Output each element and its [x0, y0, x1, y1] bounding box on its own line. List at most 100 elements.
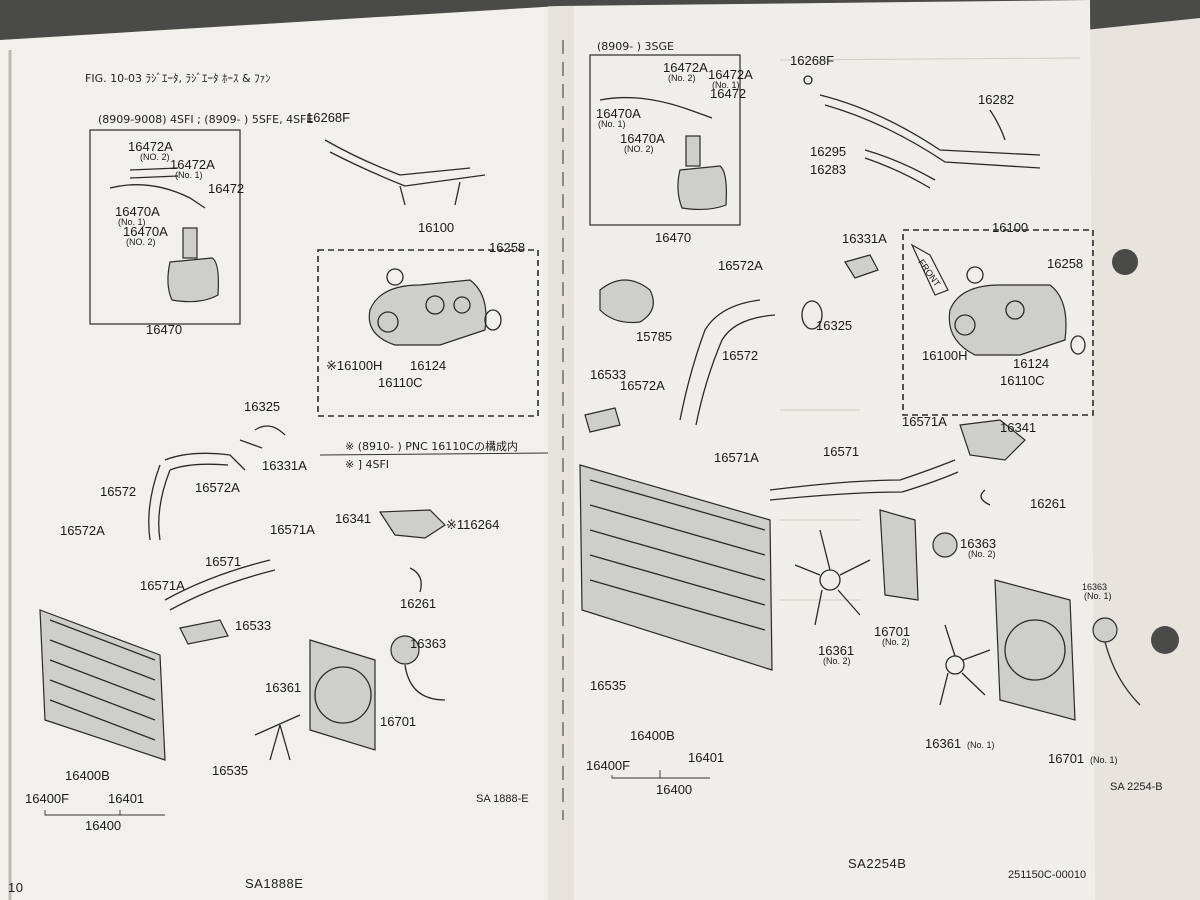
- label-16572: 16572: [100, 484, 136, 499]
- diagram-code-left: SA 1888-E: [476, 793, 529, 805]
- pipe-16295-drawing: [864, 149, 936, 189]
- label-16325: 16325: [244, 399, 280, 414]
- page-number: 10: [8, 880, 23, 895]
- label-r-16295: 16295: [810, 144, 846, 159]
- label-16572A: 16572A: [195, 480, 240, 495]
- label-16341: 16341: [335, 511, 371, 526]
- label-16361: 16361: [265, 680, 301, 695]
- diagram-code-right: SA 2254-B: [1110, 781, 1163, 793]
- label-16258: 16258: [489, 240, 525, 255]
- label-16472A-no1: 16472A: [170, 157, 215, 172]
- left-diagram: FIG. 10-03 ﾗｼﾞｴｰﾀ, ﾗｼﾞｴｰﾀ ﾎｰｽ & ﾌｧﾝ (890…: [25, 72, 549, 833]
- label-r-16361-no1: 16361: [925, 736, 961, 751]
- upper-hose-drawing: [164, 452, 246, 471]
- label-r-16110C: 16110C: [1000, 373, 1045, 388]
- label-16401: 16401: [108, 791, 144, 806]
- label-16331A: 16331A: [262, 458, 307, 473]
- label-r-16571A: 16571A: [902, 414, 947, 429]
- note-line-1: ※ (8910- ) PNC 16110Cの構成内: [345, 439, 518, 453]
- label-16571A: 16571A: [270, 522, 315, 537]
- label-16363: 16363: [410, 636, 446, 651]
- sub-r-16361-no1: (No. 1): [967, 740, 995, 750]
- housing-15785-drawing: [599, 279, 654, 324]
- label-r-16325: 16325: [816, 318, 852, 333]
- sub-16472A-no2: (NO. 2): [140, 152, 170, 162]
- gasket-16268F-drawing: [803, 75, 813, 85]
- sub-r-16361-no2: (No. 2): [823, 656, 851, 666]
- label-r-16282: 16282: [978, 92, 1014, 107]
- label-r-16571: 16571: [823, 444, 859, 459]
- label-r-16400B: 16400B: [630, 728, 675, 743]
- sub-r-16472A-no2: (No. 2): [668, 73, 696, 83]
- label-16400: 16400: [85, 818, 121, 833]
- label-r-16341: 16341: [1000, 420, 1036, 435]
- label-r-16470: 16470: [655, 230, 691, 245]
- sub-16472A-no1: (No. 1): [175, 170, 203, 180]
- upper-hose-bend: [148, 464, 171, 541]
- binder-hole-bottom: [1151, 626, 1179, 654]
- label-16470A-no2: 16470A: [123, 224, 168, 239]
- label-r-16572A: 16572A: [718, 258, 763, 273]
- label-r-15785: 15785: [636, 329, 672, 344]
- fan-drawing-right-no1: [939, 579, 1141, 721]
- label-16264: ※116264: [446, 517, 499, 532]
- sub-r-16472A-no1: (No. 1): [712, 80, 740, 90]
- label-16572A-b: 16572A: [60, 523, 105, 538]
- hose-16261-drawing-right: [980, 489, 991, 506]
- sub-r-16363-no1: (No. 1): [1084, 591, 1112, 601]
- water-pump-drawing-right: [948, 266, 1086, 356]
- water-outlet-drawing: [378, 509, 446, 539]
- reservoir-tank-drawing-right: [599, 96, 727, 211]
- water-pump-box-right: [902, 229, 1094, 416]
- label-16470A-no1: 16470A: [115, 204, 160, 219]
- label-16261: 16261: [400, 596, 436, 611]
- water-pipe-drawing-right: [819, 94, 1041, 169]
- label-16470: 16470: [146, 322, 182, 337]
- lower-hose-drawing-right: [769, 459, 959, 501]
- hose-16261-drawing: [409, 567, 422, 593]
- label-16100: 16100: [418, 220, 454, 235]
- radiator-drawing-right: [579, 464, 773, 671]
- label-r-16331A: 16331A: [842, 231, 887, 246]
- bracket-16533-drawing: [179, 619, 229, 645]
- water-pump-drawing: [368, 268, 502, 346]
- label-r-16535: 16535: [590, 678, 626, 693]
- label-16571A-b: 16571A: [140, 578, 185, 593]
- fig-title: FIG. 10-03 ﾗｼﾞｴｰﾀ, ﾗｼﾞｴｰﾀ ﾎｰｽ & ﾌｧﾝ: [85, 72, 271, 85]
- left-page: [0, 6, 560, 900]
- label-r-16363-no2: 16363: [960, 536, 996, 551]
- fan-shroud-drawing-left: [254, 635, 446, 761]
- label-r-16470A-no1: 16470A: [596, 106, 641, 121]
- applicability-left: (8909-9008) 4SFI ; (8909- ) 5SFE, 4SFE: [98, 113, 313, 126]
- label-r-16572: 16572: [722, 348, 758, 363]
- label-16100H: ※16100H: [326, 358, 382, 373]
- label-r-16470A-no2: 16470A: [620, 131, 665, 146]
- label-16400B: 16400B: [65, 768, 110, 783]
- sub-r-16470A-no2: (NO. 2): [624, 144, 654, 154]
- label-r-16401: 16401: [688, 750, 724, 765]
- note-rule: [319, 452, 549, 456]
- sub-16470A-no1: (No. 1): [118, 217, 146, 227]
- label-r-16283: 16283: [810, 162, 846, 177]
- reservoir-box-right: [589, 54, 741, 226]
- label-r-16701-no2: 16701: [874, 624, 910, 639]
- bracket-16400: [44, 810, 165, 816]
- applicability-right: (8909- ) 3SGE: [597, 40, 674, 53]
- radiator-drawing-left: [39, 609, 166, 761]
- water-pump-box: [317, 249, 539, 417]
- right-diagram: (8909- ) 3SGE 16472A (No. 2) 16472A (No.…: [579, 40, 1163, 797]
- label-16701: 16701: [380, 714, 416, 729]
- hose-16282-drawing: [989, 109, 1006, 141]
- label-r-16472A-no1: 16472A: [708, 67, 753, 82]
- label-16533: 16533: [235, 618, 271, 633]
- page-gutter: [548, 6, 574, 900]
- label-16268F: 16268F: [306, 110, 350, 125]
- label-r-16258: 16258: [1047, 256, 1083, 271]
- sub-r-16701-no2: (No. 2): [882, 637, 910, 647]
- label-r-16124: 16124: [1013, 356, 1049, 371]
- label-16472: 16472: [208, 181, 244, 196]
- fan-drawing-right-no2: [794, 509, 958, 626]
- label-r-16100H: 16100H: [922, 348, 968, 363]
- lower-hose-drawing: [164, 559, 276, 611]
- label-r-16268F: 16268F: [790, 53, 834, 68]
